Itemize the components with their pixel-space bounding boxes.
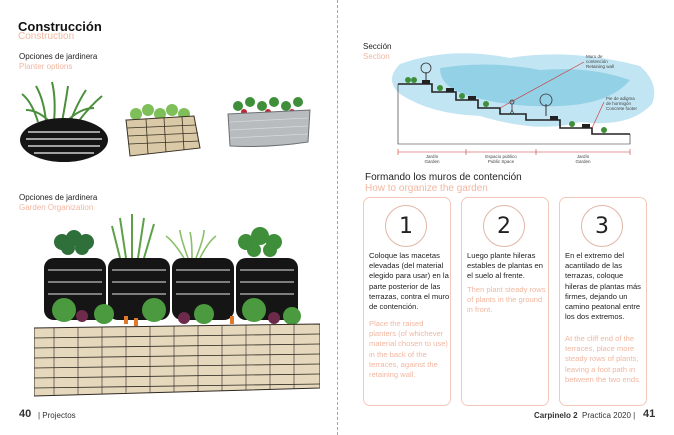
garden-right-label-es: Jardín — [577, 154, 590, 159]
walls-heading-en: How to organize the garden — [365, 183, 488, 194]
step-2-text-en: Then plant steady rows of plants in the … — [467, 285, 546, 315]
garden-left-label-es: Jardín — [426, 154, 439, 159]
terrace-profile — [398, 83, 630, 135]
footer-label-line3: Concrete footer — [606, 106, 638, 111]
tire-stack — [44, 258, 298, 320]
wall-label-line2: contención — [586, 59, 608, 64]
step-3-text-en: At the cliff end of the terraces, place … — [565, 334, 641, 384]
section-label: Sección — [363, 42, 392, 51]
garden-organization-heading: Opciones de jardinera — [19, 193, 98, 202]
planter-options-illustration — [20, 81, 311, 162]
planter-options-heading: Opciones de jardinera — [19, 52, 98, 61]
step-number-2: 2 — [483, 205, 525, 247]
woven-wood-base — [34, 323, 320, 397]
watercolor-wash — [392, 53, 655, 127]
tire-planter — [20, 81, 108, 162]
metal-trough-planter — [227, 97, 311, 147]
terrace-section-diagram: Muro de contención Retaining wall Pie de… — [392, 53, 655, 164]
walls-heading: Formando los muros de contención — [365, 172, 522, 183]
section-label-en: Section — [363, 52, 390, 61]
page-title-en: Construction — [18, 31, 75, 42]
step-number-3: 3 — [581, 205, 623, 247]
right-page-number: 41 — [643, 408, 656, 420]
right-footer-label: Practica 2020 | — [582, 411, 636, 420]
public-space-label-es: Espacio publico — [485, 154, 517, 159]
step-card-3: 3 En el extremo del acantilado de las te… — [559, 197, 647, 406]
page-divider — [337, 0, 338, 435]
step-number-1: 1 — [385, 205, 427, 247]
planter-options-heading-en: Planter options — [19, 62, 73, 71]
left-footer-label: | Projectos — [38, 411, 76, 420]
garden-organization-illustration — [34, 214, 320, 397]
garden-right-label-en: Garden — [575, 159, 591, 164]
person-icon — [509, 99, 515, 115]
footer-label-line1: Pie de adigma — [606, 96, 635, 101]
step-2-text: Luego plante hileras estables de plantas… — [467, 251, 543, 281]
step-1-text-en: Place the raised planters (of whichever … — [369, 319, 448, 380]
left-page-number: 40 — [19, 408, 32, 420]
page-title: Construcción — [18, 19, 102, 34]
tree-icon — [539, 93, 553, 116]
tree-icon — [420, 62, 432, 80]
step-1-text: Coloque las macetas elevadas (del materi… — [369, 251, 450, 312]
wall-label-line3: Retaining wall — [586, 64, 614, 69]
public-space-label-en: Public Space — [488, 159, 515, 164]
step-3-text: En el extremo del acantilado de las terr… — [565, 251, 641, 322]
right-footer-bold: Carpinelo 2 — [534, 411, 578, 420]
step-card-1: 1 Coloque las macetas elevadas (del mate… — [363, 197, 451, 406]
ground-vegetables — [52, 298, 301, 326]
step-card-2: 2 Luego plante hileras estables de plant… — [461, 197, 549, 406]
wall-label-line1: Muro de — [586, 54, 603, 59]
garden-left-label-en: Garden — [424, 159, 440, 164]
wood-crate-planter — [125, 104, 201, 157]
garden-organization-heading-en: Garden Organization — [19, 203, 94, 212]
footer-label-line2: de hormigón — [606, 101, 632, 106]
top-plants — [54, 214, 282, 259]
